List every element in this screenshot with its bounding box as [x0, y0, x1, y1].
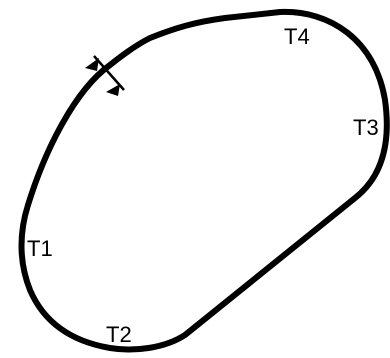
track-outline	[18, 8, 390, 353]
turn-label-t4: T4	[284, 24, 310, 49]
turn-label-t1: T1	[27, 236, 53, 261]
turn-label-t2: T2	[106, 322, 132, 347]
start-finish-line	[93, 55, 125, 91]
start-finish-marker-icon	[85, 55, 125, 96]
turn-label-t3: T3	[353, 115, 379, 140]
direction-arrow-upper-icon	[85, 58, 99, 71]
direction-arrow-lower-icon	[106, 84, 120, 96]
